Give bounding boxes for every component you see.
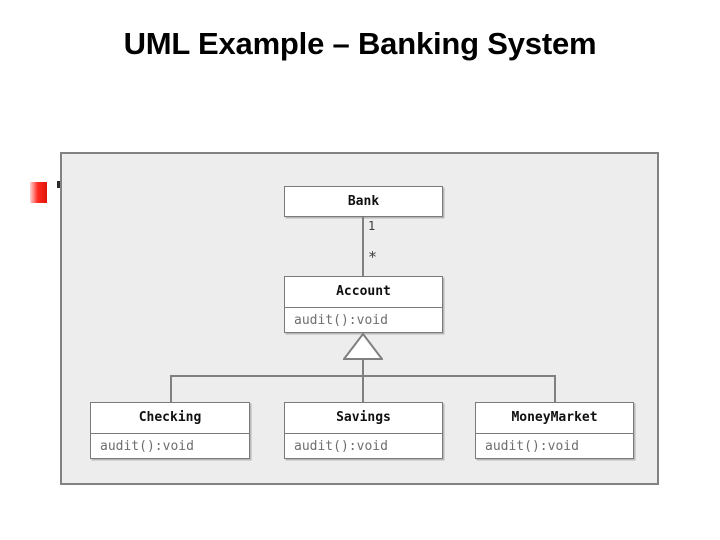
uml-class-name-bank: Bank <box>347 194 380 209</box>
uml-operation-savings-audit: audit():void <box>285 433 442 460</box>
uml-operation-checking-audit: audit():void <box>91 433 249 460</box>
uml-operation-moneymarket-audit: audit():void <box>476 433 633 460</box>
generalization-branch-savings <box>362 375 364 403</box>
page-title: UML Example – Banking System <box>123 26 597 61</box>
uml-diagram-container: 1 * Bank Account audit():void Checking a… <box>60 152 659 485</box>
red-square-bullet-icon <box>30 182 47 203</box>
generalization-arrow-icon <box>343 333 383 360</box>
generalization-branch-checking <box>170 375 172 403</box>
uml-class-moneymarket[interactable]: MoneyMarket audit():void <box>475 402 634 459</box>
generalization-stem-line <box>362 359 364 376</box>
uml-class-checking[interactable]: Checking audit():void <box>90 402 250 459</box>
uml-class-account[interactable]: Account audit():void <box>284 276 443 333</box>
uml-class-bank[interactable]: Bank <box>284 186 443 217</box>
multiplicity-label-one: 1 <box>368 219 376 233</box>
uml-operation-account-audit: audit():void <box>285 307 442 334</box>
generalization-branch-moneymarket <box>554 375 556 403</box>
bullet-text-caret <box>57 181 60 188</box>
uml-class-name-savings: Savings <box>336 410 391 425</box>
association-line-bank-account <box>362 217 364 276</box>
uml-class-name-account: Account <box>336 284 391 299</box>
uml-class-name-checking: Checking <box>138 410 202 425</box>
multiplicity-label-many: * <box>368 248 378 266</box>
uml-class-savings[interactable]: Savings audit():void <box>284 402 443 459</box>
uml-class-name-moneymarket: MoneyMarket <box>511 410 598 425</box>
